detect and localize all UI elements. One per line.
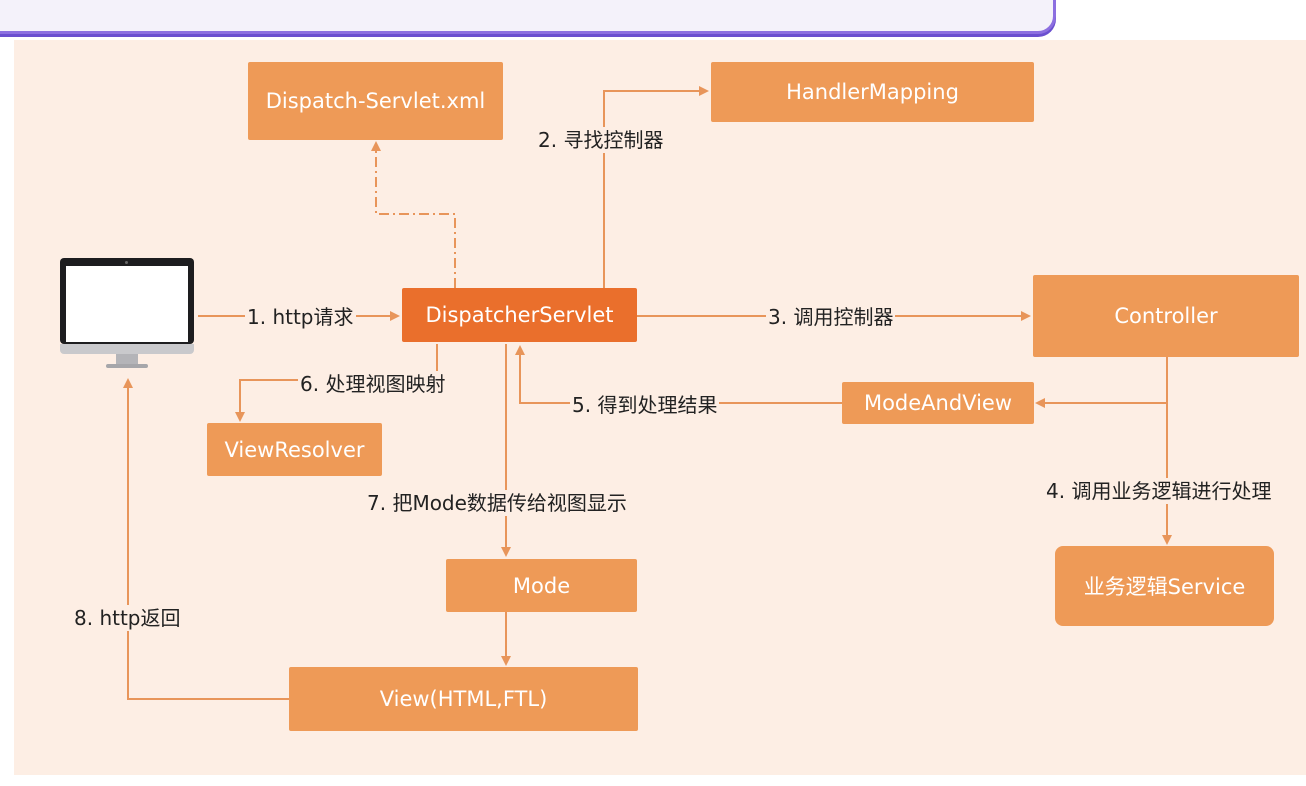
node-controller: Controller xyxy=(1033,275,1299,357)
label-step-7: 7. 把Mode数据传给视图显示 xyxy=(365,490,629,516)
node-view-resolver: ViewResolver xyxy=(207,423,382,476)
edge-config-dashdot xyxy=(371,141,456,288)
node-business-service: 业务逻辑Service xyxy=(1055,546,1274,626)
label-step-6: 6. 处理视图映射 xyxy=(298,371,448,397)
desktop-monitor-icon xyxy=(60,258,196,374)
label-step-2: 2. 寻找控制器 xyxy=(536,127,666,153)
edge-find-controller xyxy=(603,86,709,288)
label-step-3: 3. 调用控制器 xyxy=(766,304,896,330)
label-step-8: 8. http返回 xyxy=(72,605,183,631)
node-dispatch-servlet-xml: Dispatch-Servlet.xml xyxy=(248,62,503,140)
label-step-4: 4. 调用业务逻辑进行处理 xyxy=(1044,478,1274,504)
node-mode-and-view: ModeAndView xyxy=(842,382,1034,424)
node-handler-mapping: HandlerMapping xyxy=(711,62,1034,122)
node-view: View(HTML,FTL) xyxy=(289,667,638,731)
label-step-5: 5. 得到处理结果 xyxy=(570,392,720,418)
node-mode: Mode xyxy=(446,559,637,612)
edge-http-return xyxy=(123,378,289,700)
window-top-bar xyxy=(0,0,1056,34)
node-dispatcher-servlet: DispatcherServlet xyxy=(402,288,637,342)
edge-get-result xyxy=(515,345,842,404)
label-step-1: 1. http请求 xyxy=(245,304,356,330)
